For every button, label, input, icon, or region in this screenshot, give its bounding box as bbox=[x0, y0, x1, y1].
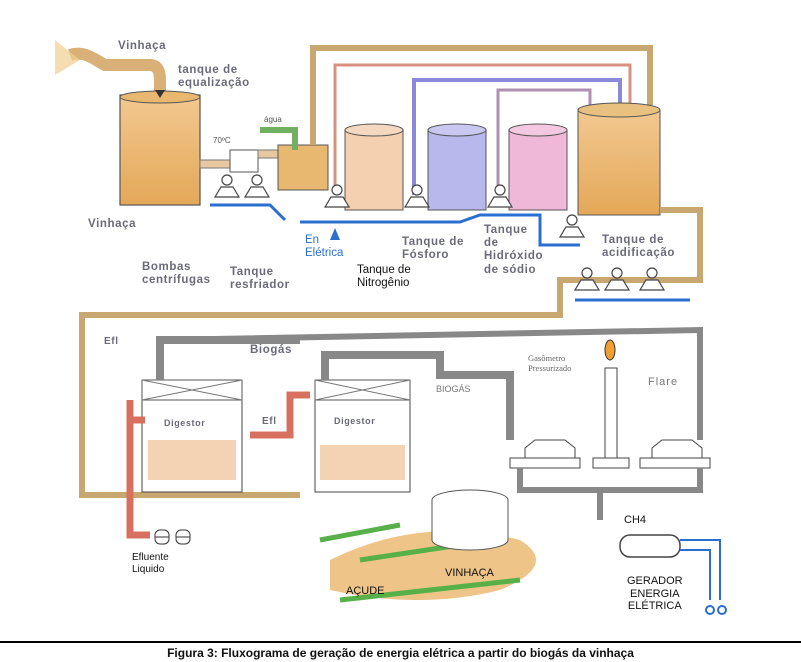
label-line: ELÉTRICA bbox=[627, 600, 682, 613]
label-line: ENERGIA bbox=[630, 587, 680, 600]
biogas-pipe bbox=[159, 326, 703, 440]
pumps bbox=[213, 174, 666, 291]
label-biogas: Biogás bbox=[250, 344, 292, 356]
main-feed-pipe bbox=[79, 300, 563, 498]
generator bbox=[619, 534, 727, 615]
label-line: Tanque bbox=[230, 266, 274, 278]
acude-pond bbox=[319, 489, 536, 603]
label-vinhaca-inlet: Vinhaça bbox=[118, 40, 167, 52]
label-line: Gasômetro bbox=[528, 353, 566, 363]
label-line: resfriador bbox=[230, 279, 290, 292]
label-effluent-left: Efl bbox=[104, 336, 119, 347]
label-line: centrífugas bbox=[142, 274, 211, 287]
label-line: Bombas bbox=[142, 261, 191, 273]
label-acidification-tank: Tanque de acidificação bbox=[602, 234, 675, 260]
effluent-drums bbox=[154, 529, 191, 545]
label-sodium-hydroxide-tank: Tanque de Hidróxido de sódio bbox=[484, 224, 543, 277]
effluent-pipe bbox=[126, 391, 310, 539]
label-biogas-caps: BIOGÁS bbox=[436, 384, 471, 394]
label-flare: Flare bbox=[648, 376, 679, 388]
label-line: Liquido bbox=[132, 563, 165, 575]
label-equalization-tank: tanque de equalização bbox=[178, 64, 250, 90]
label-cooling-tank: Tanque resfriador bbox=[230, 266, 290, 292]
sodium-hydroxide-tank bbox=[508, 123, 568, 211]
flowchart-diagram bbox=[55, 40, 727, 615]
label-vinhaca: Vinhaça bbox=[88, 218, 137, 230]
label-centrifugal-pumps: Bombas centrífugas bbox=[142, 261, 211, 287]
label-line: Fósforo bbox=[402, 249, 449, 262]
label-line: Tanque de bbox=[602, 234, 665, 246]
label-effluent-mid: Efl bbox=[262, 416, 277, 427]
label-line: Pressurizado bbox=[528, 362, 572, 373]
label-line: Hidróxido bbox=[484, 250, 544, 263]
label-water: água bbox=[264, 115, 282, 124]
nitrogen-tank bbox=[344, 123, 404, 211]
flare-flame-icon bbox=[604, 339, 616, 361]
label-acude: AÇUDE bbox=[346, 585, 385, 597]
phosphorus-tank bbox=[427, 123, 487, 211]
label-liquid-effluent: Efluente Liquido bbox=[132, 552, 169, 575]
label-line: de sódio bbox=[484, 263, 537, 276]
recirculation-pipes bbox=[310, 45, 653, 195]
label-digester-2: Digestor bbox=[334, 416, 376, 426]
gasometer-station bbox=[509, 367, 711, 520]
label-vinhaca-pond: VINHAÇA bbox=[445, 567, 494, 579]
label-nitrogen-tank: Tanque de Nitrogênio bbox=[357, 264, 411, 290]
label-ch4: CH4 bbox=[624, 514, 647, 526]
label-line: equalização bbox=[178, 77, 250, 90]
acidification-tank bbox=[557, 102, 703, 300]
label-line: En bbox=[305, 234, 320, 246]
caption-divider bbox=[0, 641, 801, 643]
label-pressurized-gasometer: Gasômetro Pressurizado bbox=[528, 353, 572, 374]
label-line: Elétrica bbox=[305, 247, 344, 260]
label-line: de bbox=[484, 237, 499, 250]
label-line: tanque de bbox=[178, 64, 238, 76]
label-electric-energy: En Elétrica bbox=[305, 234, 343, 260]
label-line: Nitrogênio bbox=[357, 277, 410, 290]
figure-caption: Figura 3: Fluxograma de geração de energ… bbox=[167, 646, 634, 660]
label-line: Tanque bbox=[484, 224, 528, 236]
label-line: GERADOR bbox=[627, 575, 683, 587]
label-line: Tanque de bbox=[357, 264, 411, 276]
equalization-tank bbox=[55, 40, 201, 206]
label-phosphorus-tank: Tanque de Fósforo bbox=[402, 236, 464, 262]
electric-line bbox=[210, 203, 690, 302]
digester-2 bbox=[314, 351, 514, 493]
label-line: Efluente bbox=[132, 552, 169, 563]
heat-exchange-line bbox=[199, 127, 329, 191]
label-line: acidificação bbox=[602, 247, 676, 260]
label-digester-1: Digestor bbox=[164, 418, 206, 428]
label-temperature: 70ºC bbox=[213, 136, 231, 145]
label-line: Tanque de bbox=[402, 236, 465, 248]
label-generator: GERADOR ENERGIA ELÉTRICA bbox=[627, 575, 683, 613]
